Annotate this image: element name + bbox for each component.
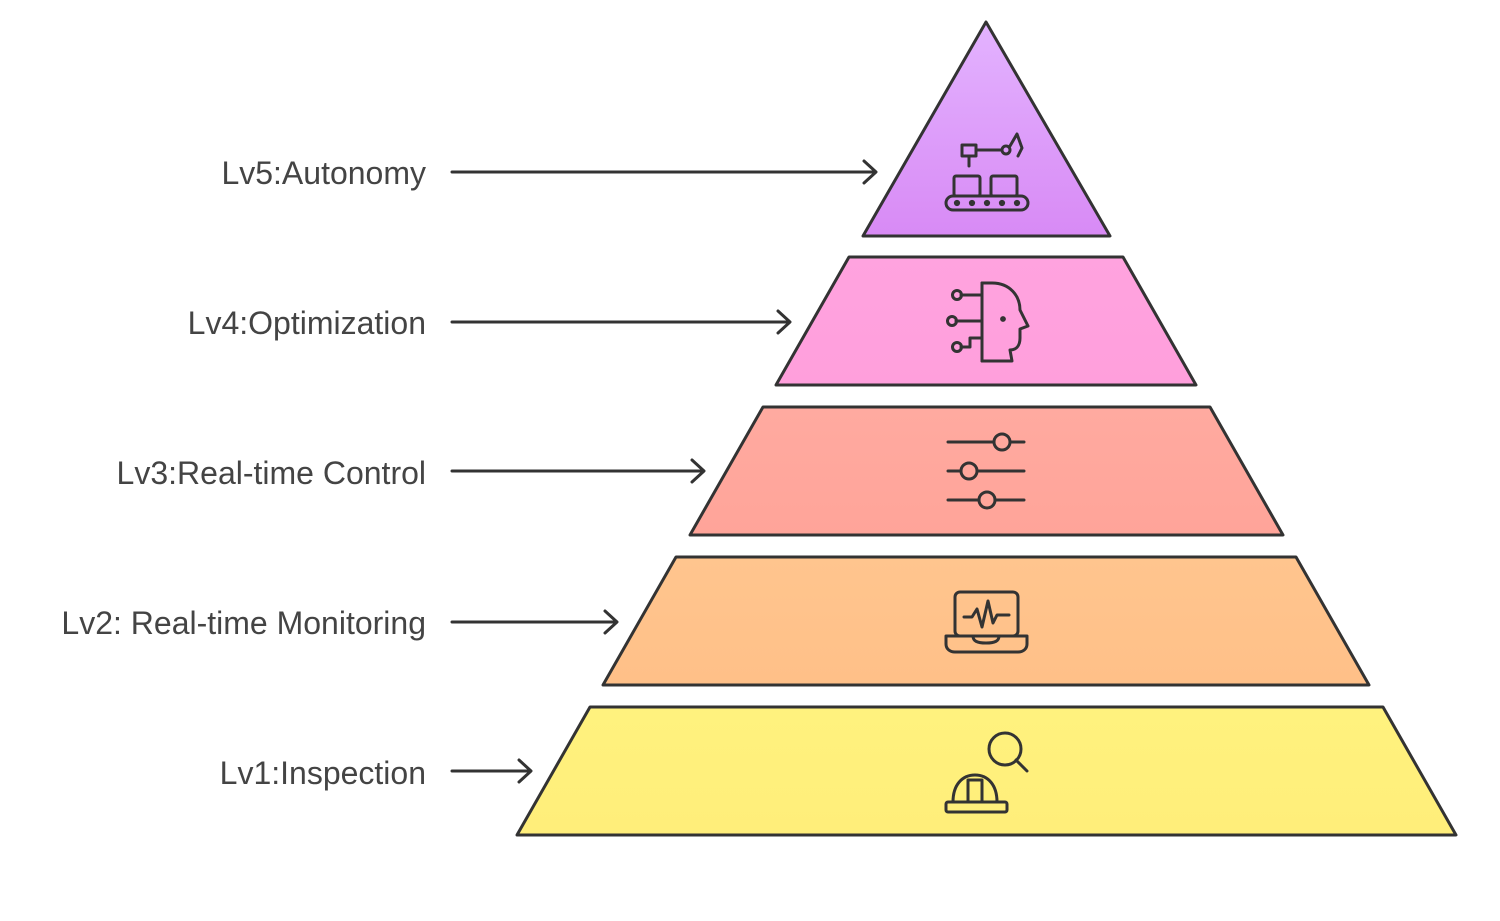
- hardhat-magnifier-icon: [944, 731, 1029, 814]
- tier-lv3-label: Lv3:Real-time Control: [117, 455, 426, 491]
- tier-lv2: Lv2: Real-time Monitoring: [61, 555, 1371, 687]
- tier-lv2-arrow: [450, 609, 619, 635]
- tier-lv4: Lv4:Optimization: [188, 255, 1198, 387]
- tier-lv3: Lv3:Real-time Control: [117, 405, 1285, 537]
- tier-lv4-shape: [774, 255, 1198, 387]
- tier-lv1-label: Lv1:Inspection: [220, 755, 426, 791]
- sliders-icon: [946, 432, 1026, 510]
- robotic-arm-conveyor-icon: [944, 132, 1030, 212]
- tier-lv1: Lv1:Inspection: [220, 705, 1458, 837]
- tier-lv4-arrow: [450, 309, 792, 335]
- tier-lv2-label: Lv2: Real-time Monitoring: [61, 605, 426, 641]
- tier-lv5-label: Lv5:Autonomy: [221, 155, 426, 191]
- tier-lv3-arrow: [450, 458, 706, 484]
- ai-head-circuit-icon: [946, 281, 1030, 363]
- tier-lv1-arrow: [450, 758, 533, 784]
- tier-lv5-arrow: [450, 159, 878, 185]
- tier-lv2-shape: [601, 555, 1371, 687]
- tier-lv5-shape: [861, 20, 1112, 238]
- tier-lv5: Lv5:Autonomy: [221, 20, 1112, 238]
- laptop-waveform-icon: [944, 590, 1029, 654]
- tier-lv1-shape: [515, 705, 1458, 837]
- tier-lv4-label: Lv4:Optimization: [188, 305, 426, 341]
